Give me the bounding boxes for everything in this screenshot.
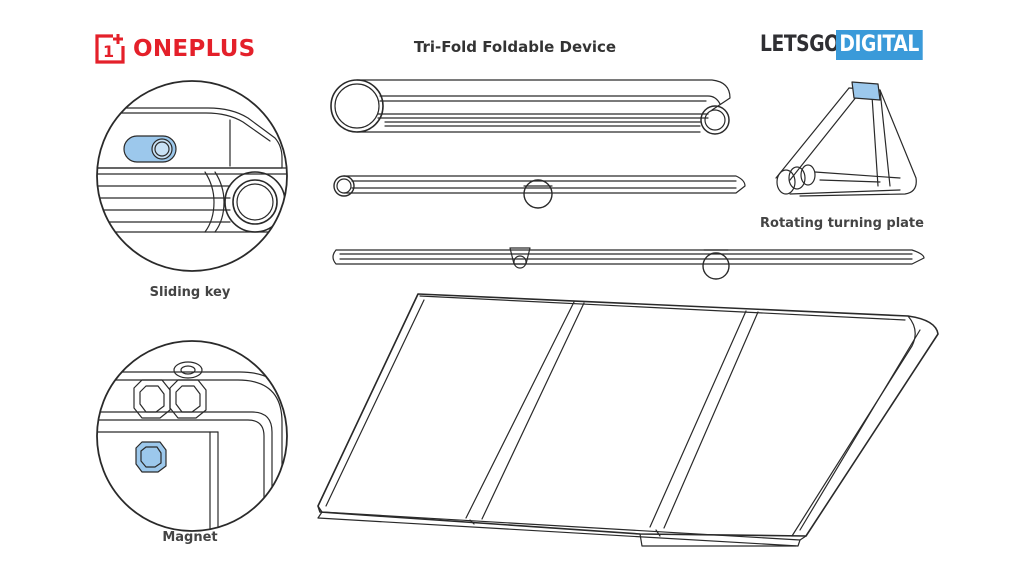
caption-magnet: Magnet (162, 530, 218, 545)
rotating-plate-highlight (852, 82, 880, 100)
oneplus-logo: 1 ONEPLUS (93, 30, 256, 68)
caption-rotating-plate: Rotating turning plate (760, 216, 924, 231)
side-view-half (334, 176, 745, 208)
side-view-unfolded (333, 248, 924, 279)
oneplus-wordmark: ONEPLUS (133, 36, 256, 62)
page-title: Tri-Fold Foldable Device (413, 38, 617, 56)
letsgodigital-logo: LETSGO DIGITAL (760, 30, 937, 60)
perspective-unfolded-device (318, 294, 938, 546)
side-view-folded (331, 80, 730, 134)
caption-sliding-key: Sliding key (149, 285, 231, 300)
logo-part-digital: DIGITAL (835, 30, 922, 60)
magnet-detail (95, 341, 290, 540)
oneplus-mark-digit: 1 (103, 42, 114, 61)
tent-stand-view (776, 82, 916, 196)
logo-part-letsgo: LETSGO (760, 32, 840, 57)
oneplus-mark-icon: 1 (95, 34, 125, 64)
sliding-key-detail (95, 81, 300, 271)
